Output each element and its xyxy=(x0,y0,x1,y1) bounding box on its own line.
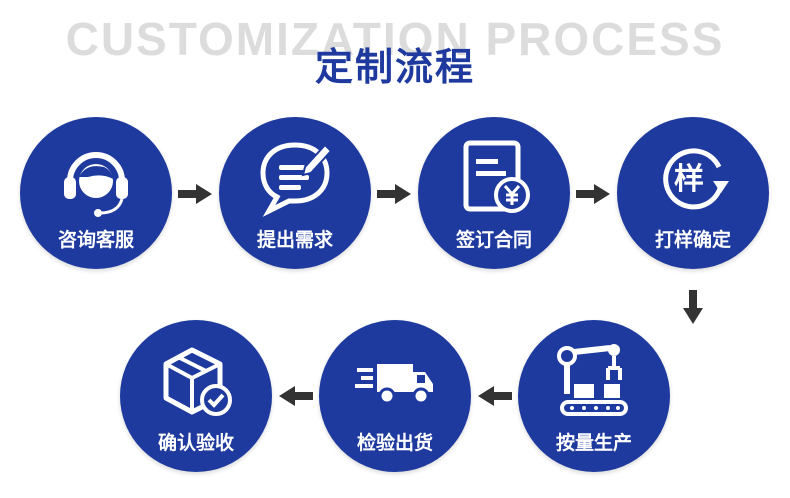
arrow-right-icon xyxy=(377,184,411,204)
arrow-left-icon xyxy=(279,386,313,406)
background-title: CUSTOMIZATION PROCESS xyxy=(65,13,725,65)
robot-arm-conveyor-icon xyxy=(557,344,628,416)
step-label: 咨询客服 xyxy=(57,229,134,251)
step-consult: 咨询客服 xyxy=(20,117,172,269)
arrow-right-icon xyxy=(178,184,212,204)
speech-bubble-pen-icon xyxy=(260,142,333,217)
step-label: 打样确定 xyxy=(654,229,731,251)
step-sample: 样 打样确定 xyxy=(617,117,769,269)
sample-icon-text: 样 xyxy=(674,162,704,197)
headset-agent-icon xyxy=(64,152,128,217)
step-label: 确认验收 xyxy=(157,432,234,454)
step-acceptance: 确认验收 xyxy=(120,320,272,472)
step-label: 检验出货 xyxy=(356,432,433,454)
arrow-right-icon xyxy=(576,184,610,204)
step-label: 按量生产 xyxy=(555,432,632,454)
sample-refresh-icon: 样 xyxy=(663,148,729,210)
step-production: 按量生产 xyxy=(518,320,670,472)
page-title: 定制流程 xyxy=(314,45,475,89)
step-contract: 签订合同 xyxy=(418,117,570,269)
step-inspection: 检验出货 xyxy=(319,320,471,472)
package-check-icon xyxy=(163,347,232,416)
delivery-truck-icon xyxy=(355,364,433,405)
contract-yen-icon xyxy=(463,140,530,213)
arrow-down-icon xyxy=(683,290,703,324)
step-label: 签订合同 xyxy=(455,229,532,251)
arrow-left-icon xyxy=(478,386,512,406)
step-requirements: 提出需求 xyxy=(219,117,371,269)
step-label: 提出需求 xyxy=(256,229,333,251)
